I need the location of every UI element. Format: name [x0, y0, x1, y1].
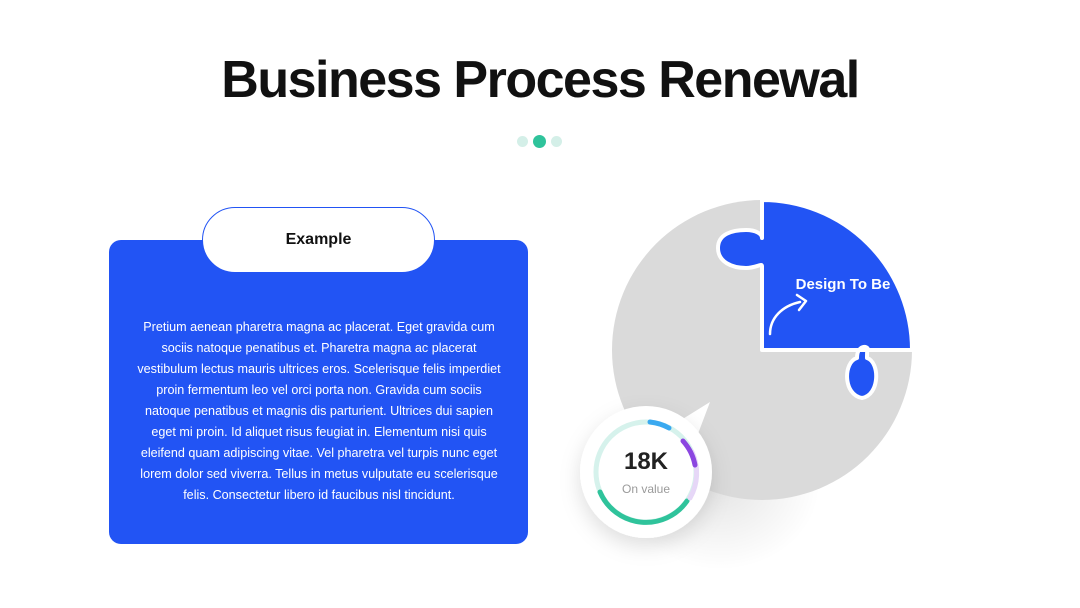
puzzle-piece-highlight[interactable] [716, 198, 914, 400]
curved-arrow-icon [768, 293, 808, 336]
example-card [109, 240, 528, 544]
puzzle-piece-label: Design To Be [795, 276, 891, 293]
metric-ring-sky [647, 419, 672, 431]
pagination-dot[interactable] [517, 136, 528, 147]
example-tab: Example [202, 207, 435, 273]
slide-title: Business Process Renewal [221, 51, 860, 109]
pagination-dot-active[interactable] [533, 135, 546, 148]
example-tab-label: Example [285, 231, 352, 248]
pagination-dot[interactable] [551, 136, 562, 147]
metric-value: 18K [623, 448, 669, 475]
metric-ring-green [597, 489, 690, 525]
example-card-text: Pretium aenean pharetra magna ac placera… [137, 320, 501, 502]
metric-ring-purple [680, 438, 698, 468]
pagination-dots [0, 135, 1080, 149]
metric-bubble [580, 406, 712, 538]
metric-label: On value [621, 482, 671, 496]
